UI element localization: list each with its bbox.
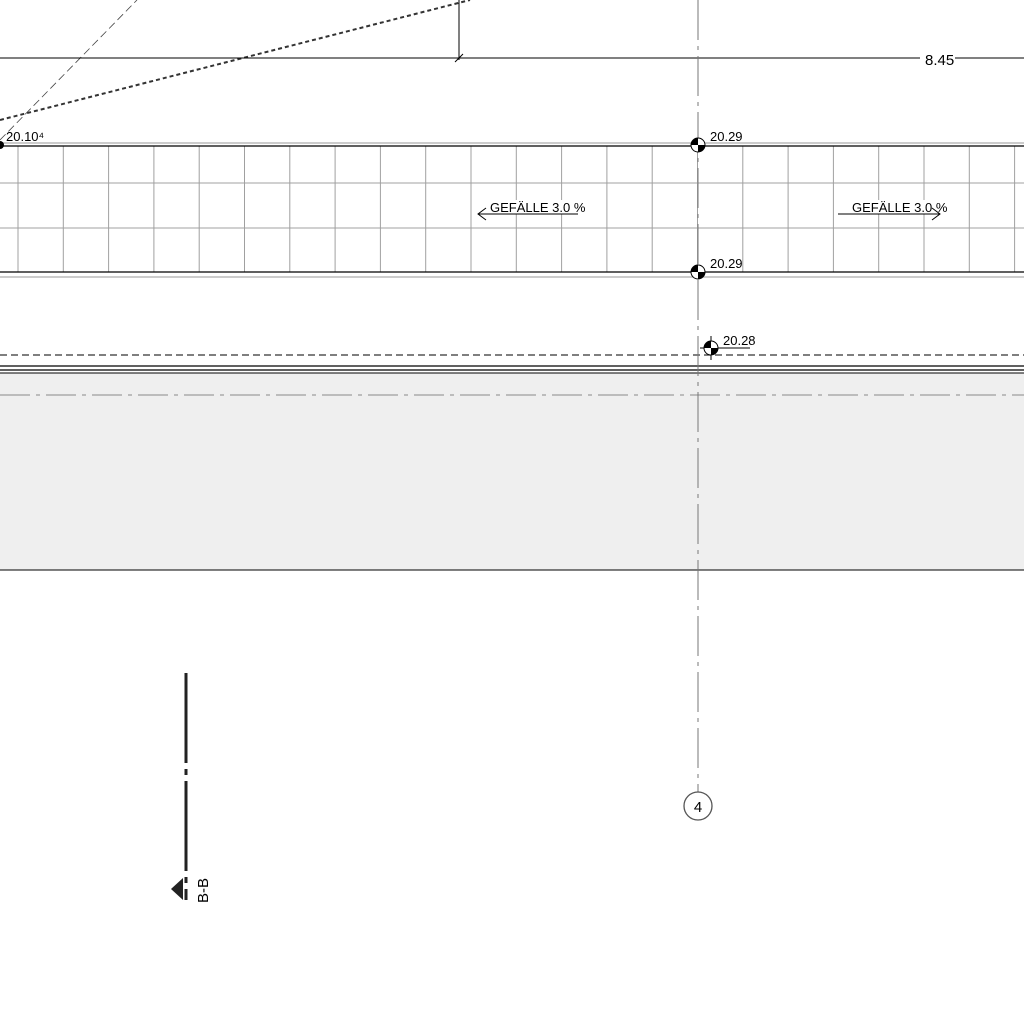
slope-label-right: GEFÄLLE 3.0 % bbox=[852, 200, 948, 215]
section-arrow-icon bbox=[171, 878, 183, 900]
level-marker-icon bbox=[690, 137, 706, 153]
section-label: B-B bbox=[195, 878, 212, 903]
slope-label-left: GEFÄLLE 3.0 % bbox=[490, 200, 586, 215]
axis-marker bbox=[683, 791, 713, 821]
level-label: 20.29 bbox=[710, 129, 743, 144]
slope-arrow-left-icon bbox=[477, 207, 578, 221]
dashed-slope-line bbox=[0, 0, 471, 121]
road-area bbox=[0, 373, 1024, 570]
slope-label-bg bbox=[850, 200, 930, 214]
level-label: 20.29 bbox=[710, 256, 743, 271]
diagonal-construction-line bbox=[0, 0, 138, 141]
dimension-label: 8.45 bbox=[925, 52, 954, 69]
dimension-tick bbox=[454, 53, 464, 63]
axis-label: 4 bbox=[694, 799, 702, 816]
level-label: 20.10⁴ bbox=[6, 129, 44, 144]
slope-label-bg bbox=[488, 200, 574, 214]
level-marker-icon bbox=[0, 141, 4, 149]
level-label: 20.28 bbox=[723, 333, 756, 348]
slope-arrow-right-icon bbox=[838, 207, 941, 221]
level-marker-icon bbox=[690, 264, 706, 280]
tile-grid bbox=[0, 146, 1024, 272]
level-marker-icon bbox=[700, 336, 722, 360]
